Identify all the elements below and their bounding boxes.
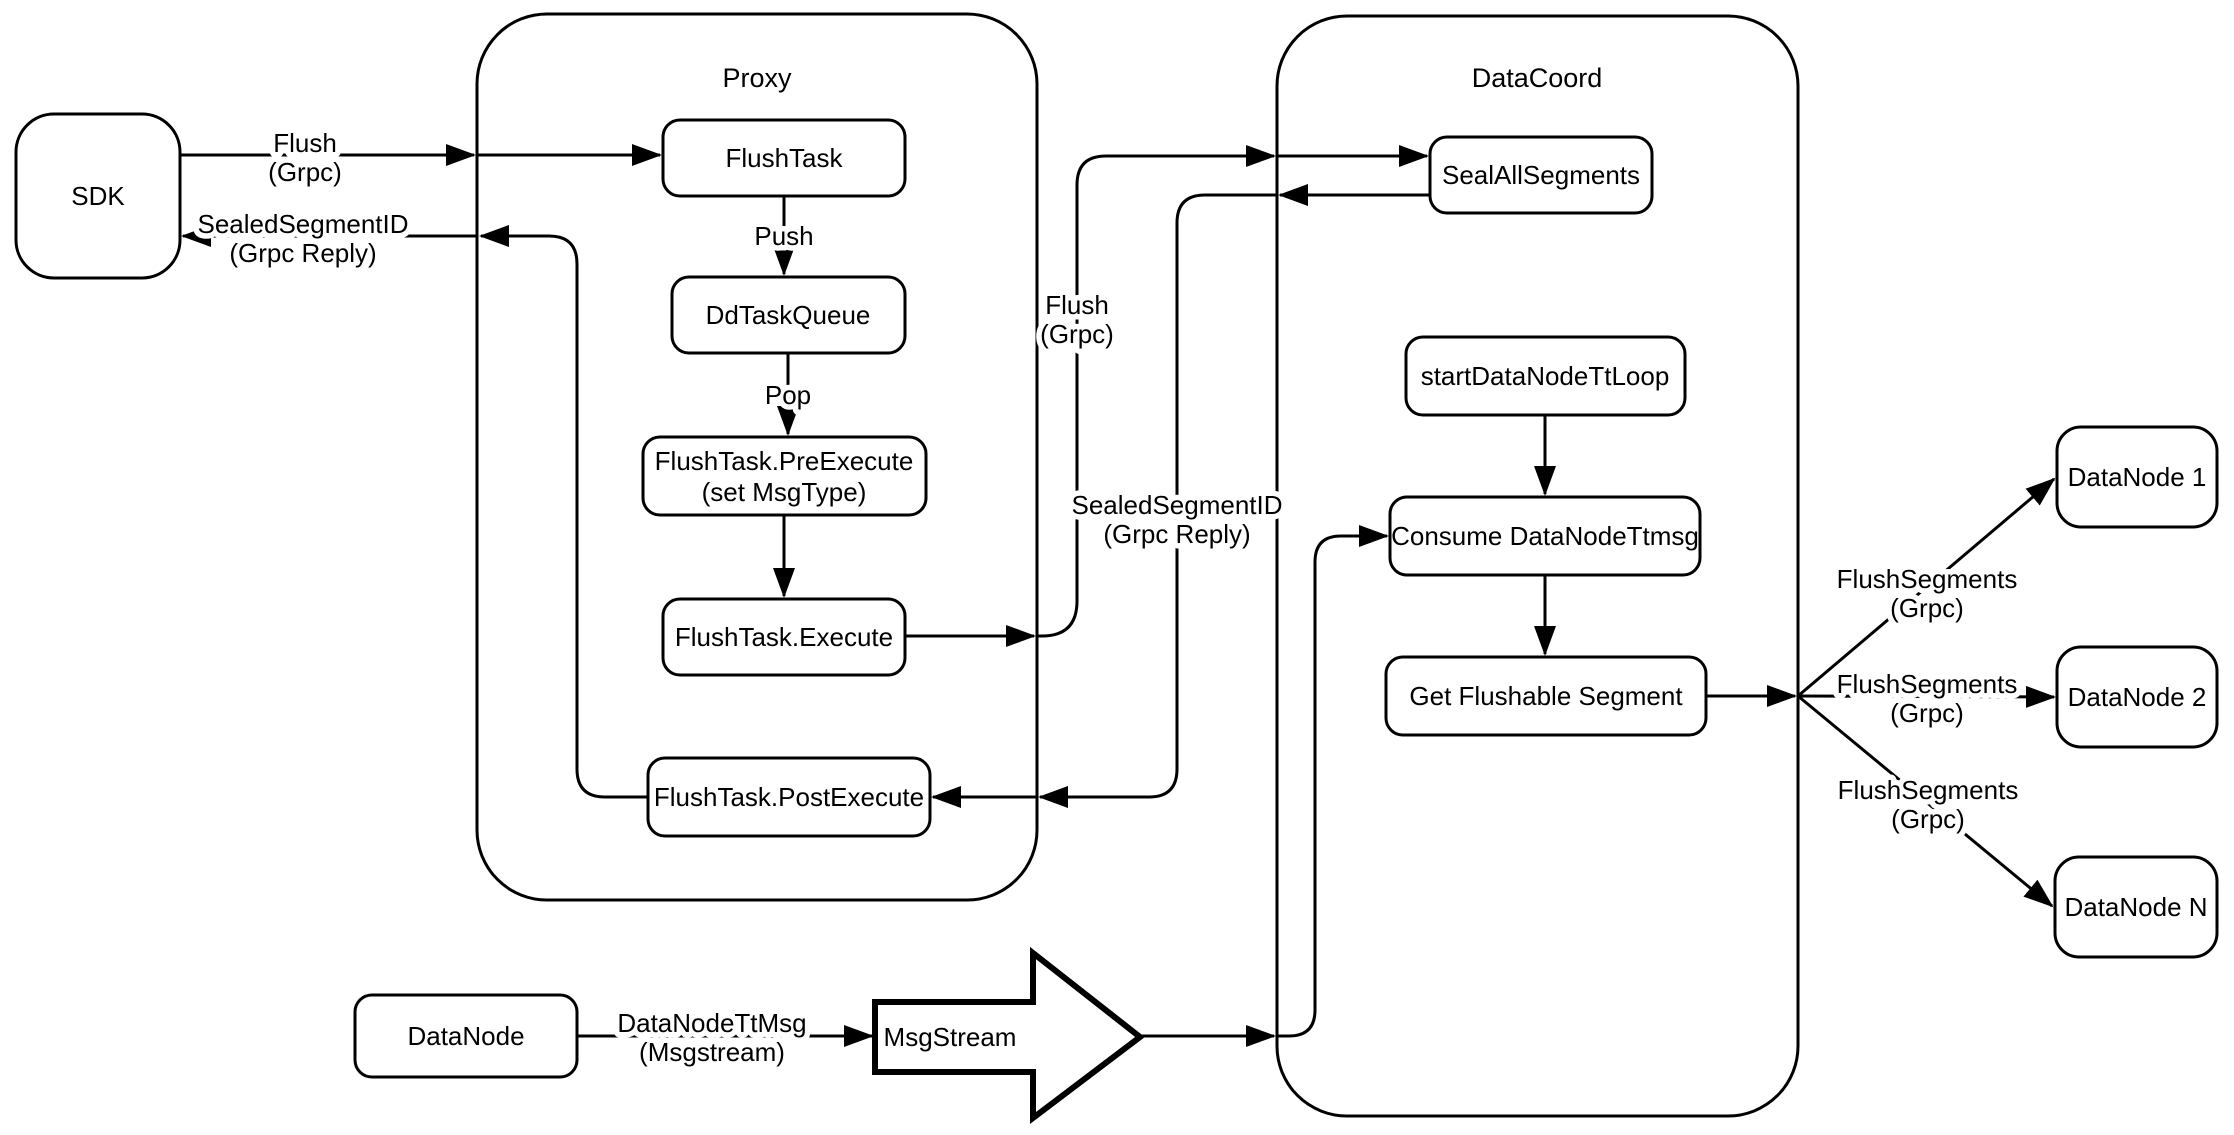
- edge-label-datanodettmsg-line1: DataNodeTtMsg: [617, 1008, 806, 1038]
- sdk-box: [14, 112, 182, 280]
- edge-flush-up-to-datacoord-edge: [1037, 145, 1276, 638]
- execute-label: FlushTask.Execute: [675, 622, 893, 652]
- seal-all-segments-label: SealAllSegments: [1442, 160, 1640, 190]
- node-msgstream: MsgStream: [872, 946, 1145, 1125]
- datanode-bottom-label: DataNode: [407, 1021, 524, 1051]
- msgstream-label: MsgStream: [884, 1022, 1017, 1052]
- flush-task-label: FlushTask: [725, 143, 843, 173]
- edge-label-sealedsegmentid-mid-line1: SealedSegmentID: [1071, 490, 1282, 520]
- edge-label-sealedsegmentid-sdk: SealedSegmentID (Grpc Reply): [192, 204, 414, 274]
- consume-datanode-ttmsg-label: Consume DataNodeTtmsg: [1391, 521, 1699, 551]
- edge-label-flushsegments-n-line2: (Grpc): [1891, 804, 1965, 834]
- edge-label-flushsegments-1: FlushSegments (Grpc): [1831, 559, 2023, 629]
- edge-label-sealedsegmentid-sdk-line2: (Grpc Reply): [229, 238, 376, 268]
- edge-label-flushsegments-2-line1: FlushSegments: [1837, 669, 2018, 699]
- edge-label-pop: Pop: [765, 380, 811, 410]
- node-seal-all-segments: SealAllSegments: [1428, 135, 1654, 215]
- node-datanode-n: DataNode N: [2053, 855, 2219, 959]
- datanode-n-box: [2053, 855, 2219, 959]
- edge-label-sealedsegmentid-mid: SealedSegmentID (Grpc Reply): [1066, 485, 1288, 555]
- edge-label-sealedsegmentid-mid-line2: (Grpc Reply): [1103, 519, 1250, 549]
- edge-label-flushsegments-2-line2: (Grpc): [1890, 698, 1964, 728]
- edge-label-flushsegments-1-line2: (Grpc): [1890, 593, 1964, 623]
- node-post-execute: FlushTask.PostExecute: [646, 756, 932, 838]
- node-datanode-2: DataNode 2: [2055, 645, 2219, 749]
- msgstream-block-arrow: [872, 946, 1145, 1125]
- node-pre-execute: FlushTask.PreExecute (set MsgType): [641, 435, 928, 517]
- node-dd-task-queue: DdTaskQueue: [670, 275, 907, 355]
- edge-label-flush-sdk-line1: Flush: [273, 128, 337, 158]
- node-execute: FlushTask.Execute: [661, 597, 907, 677]
- edge-label-flushsegments-n-line1: FlushSegments: [1838, 775, 2019, 805]
- node-datanode-1: DataNode 1: [2055, 425, 2219, 529]
- edge-label-flushsegments-1-line1: FlushSegments: [1837, 564, 2018, 594]
- node-get-flushable-segment: Get Flushable Segment: [1384, 655, 1708, 737]
- edge-label-flush-mid-line1: Flush: [1045, 290, 1109, 320]
- edge-label-flush-sdk-line2: (Grpc): [268, 157, 342, 187]
- edge-sealedsegmentid-down-to-proxy-edge: [1038, 193, 1277, 808]
- sdk-label: SDK: [71, 181, 125, 211]
- node-sdk: SDK: [14, 112, 182, 280]
- edge-label-flushsegments-n: FlushSegments (Grpc): [1832, 770, 2024, 840]
- datanode-2-label: DataNode 2: [2068, 682, 2207, 712]
- edge-label-flushsegments-2: FlushSegments (Grpc): [1831, 664, 2023, 734]
- edge-label-datanodettmsg: DataNodeTtMsg (Msgstream): [612, 1003, 812, 1073]
- pre-execute-label-line1: FlushTask.PreExecute: [655, 446, 914, 476]
- node-consume-datanode-ttmsg: Consume DataNodeTtmsg: [1388, 495, 1702, 577]
- datacoord-container-title: DataCoord: [1472, 63, 1603, 93]
- node-flush-task: FlushTask: [661, 118, 907, 198]
- datacoord-container: [1275, 14, 1800, 1118]
- proxy-container: [475, 12, 1039, 902]
- edge-label-sealedsegmentid-sdk-line1: SealedSegmentID: [197, 209, 408, 239]
- dd-task-queue-label: DdTaskQueue: [706, 300, 871, 330]
- seal-all-segments-box: [1428, 135, 1654, 215]
- node-start-datanode-tt-loop: startDataNodeTtLoop: [1404, 335, 1687, 417]
- edge-fan-to-datanode-1: [1797, 477, 2056, 698]
- datanode-n-label: DataNode N: [2064, 892, 2207, 922]
- edge-label-flush-sdk: Flush (Grpc): [263, 123, 348, 193]
- edge-fan-to-datanode-2: [1797, 685, 2056, 708]
- edge-fan-to-datanode-n: [1797, 694, 2054, 908]
- start-datanode-tt-loop-label: startDataNodeTtLoop: [1421, 361, 1670, 391]
- node-datanode-bottom: DataNode: [353, 993, 579, 1079]
- post-execute-label: FlushTask.PostExecute: [654, 782, 924, 812]
- edge-label-push: Push: [754, 221, 813, 251]
- get-flushable-segment-label: Get Flushable Segment: [1409, 681, 1683, 711]
- edge-label-flush-mid-line2: (Grpc): [1040, 319, 1114, 349]
- edge-postexecute-reply-out: [479, 225, 648, 799]
- datanode-2-box: [2055, 645, 2219, 749]
- proxy-container-title: Proxy: [722, 63, 792, 93]
- datanode-1-label: DataNode 1: [2068, 462, 2207, 492]
- edge-label-datanodettmsg-line2: (Msgstream): [639, 1037, 785, 1067]
- datanode-1-box: [2055, 425, 2219, 529]
- pre-execute-label-line2: (set MsgType): [702, 477, 867, 507]
- edge-label-flush-mid: Flush (Grpc): [1035, 285, 1120, 355]
- edge-msgstream-up-to-consume: [1277, 525, 1389, 1038]
